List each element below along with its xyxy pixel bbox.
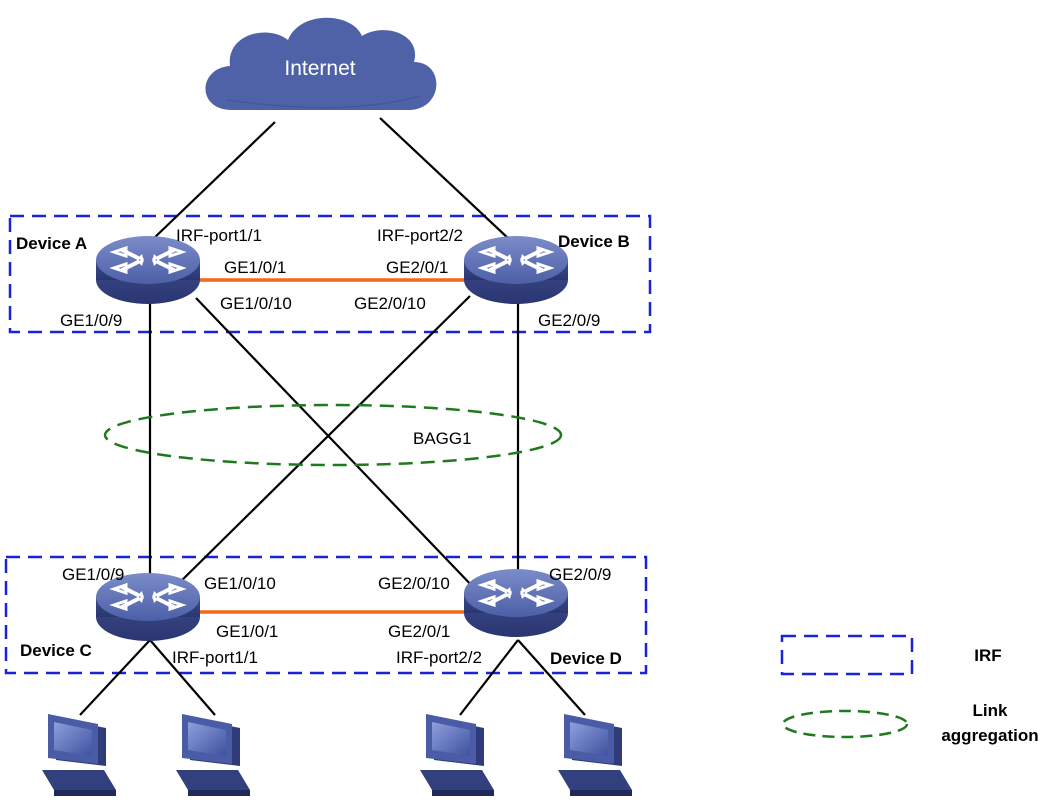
port-c-ge1-0-10-label: GE1/0/10 [204,574,276,593]
link-internet-b [379,117,511,241]
port-c-ge1-0-1-label: GE1/0/1 [216,622,278,641]
pc-2-icon [176,714,250,796]
legend-link-label: Link [973,701,1008,720]
link-a-d [195,297,477,591]
irf-port-c-label: IRF-port1/1 [172,648,258,667]
bagg1-label: BAGG1 [413,429,472,448]
pc-1-icon [42,714,116,796]
link-d-pc3 [459,639,519,716]
port-b-ge2-0-10-label: GE2/0/10 [354,294,426,313]
legend-aggregation-label: aggregation [941,726,1038,745]
irf-box-bottom [4,555,648,675]
link-c-pc2 [149,639,216,716]
port-c-ge1-0-9-label: GE1/0/9 [62,565,124,584]
link-b-c [171,295,471,591]
irf-port-b-label: IRF-port2/2 [377,226,463,245]
port-b-ge2-0-9-label: GE2/0/9 [538,311,600,330]
link-internet-a [151,121,276,241]
port-b-ge2-0-1-label: GE2/0/1 [386,258,448,277]
port-d-ge2-0-9-label: GE2/0/9 [549,565,611,584]
device-c-label: Device C [20,641,92,660]
port-d-ge2-0-10-label: GE2/0/10 [378,574,450,593]
device-b-router-icon [462,234,570,306]
link-d-pc4 [517,639,586,716]
link-c-pc1 [79,639,151,716]
device-d-label: Device D [550,649,622,668]
link-aggregation-ellipse [103,403,563,467]
irf-box-top [8,214,652,334]
port-a-ge1-0-10-label: GE1/0/10 [220,294,292,313]
legend-link-aggregation-swatch [781,709,909,739]
pc-3-icon [420,714,494,796]
irf-port-d-label: IRF-port2/2 [396,648,482,667]
pc-4-icon [558,714,632,796]
internet-cloud-icon [205,17,437,111]
port-a-ge1-0-9-label: GE1/0/9 [60,311,122,330]
irf-port-a-label: IRF-port1/1 [176,226,262,245]
device-a-router-icon [94,234,202,306]
legend-irf-label: IRF [974,646,1001,665]
port-d-ge2-0-1-label: GE2/0/1 [388,622,450,641]
internet-label: Internet [284,57,355,80]
device-a-label: Device A [16,234,87,253]
legend-irf-swatch [780,634,914,676]
port-a-ge1-0-1-label: GE1/0/1 [224,258,286,277]
device-b-label: Device B [558,232,630,251]
